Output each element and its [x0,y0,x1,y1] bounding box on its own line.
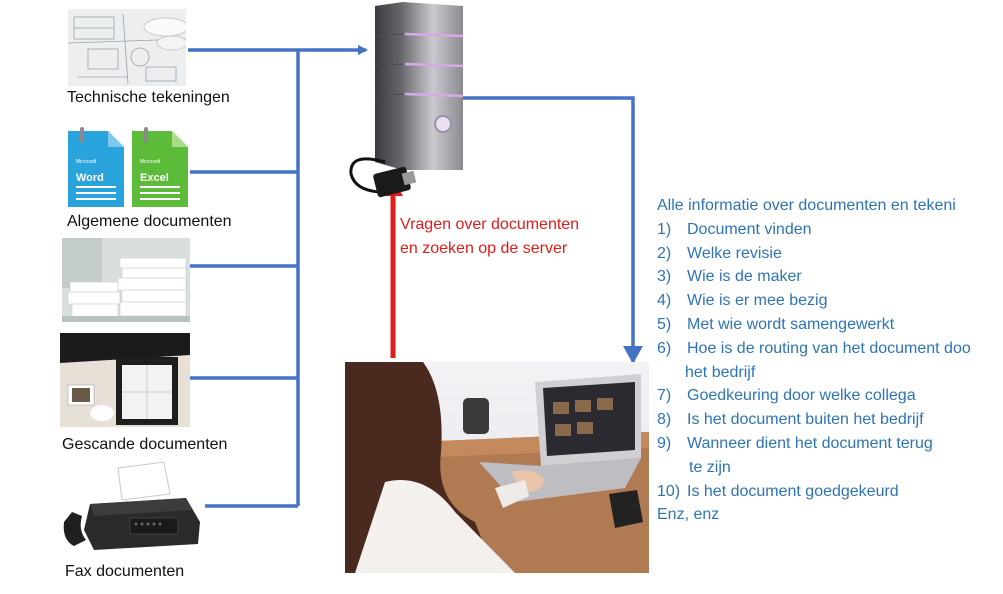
word-excel-icons: Microsoft Word Microsoft Excel [66,127,190,210]
item-text: Welke revisie [687,244,782,262]
item-text: Hoe is de routing van het document doo [687,339,971,357]
item-text: Is het document buiten het bedrijf [687,411,924,429]
excel-brand-text: Microsoft [140,159,161,165]
item-number: 5) [657,315,672,333]
item-number: 3) [657,268,672,286]
item-number: 9) [657,434,672,452]
technical-drawing-image [68,9,186,86]
item-number: 1) [657,220,672,238]
source-label: Algemene documenten [67,213,232,230]
source-label: Gescande documenten [62,436,228,453]
item-text: Wanneer dient het document terug [687,434,933,452]
word-brand-text: Microsoft [76,159,97,165]
scanner-image [60,333,190,427]
item-number: 6) [657,339,672,357]
item-text-continuation: het bedrijf [685,363,756,381]
item-text: Is het document goedgekeurd [687,482,899,500]
server-tower-image [345,2,467,202]
query-label-line2: en zoeken op de server [400,240,568,257]
item-text: Document vinden [687,220,812,238]
item-text: Met wie wordt samengewerkt [687,315,895,333]
word-name-text: Word [76,172,104,184]
source-label: Technische tekeningen [67,89,230,106]
info-heading-text: Alle informatie over documenten en teken… [657,197,956,214]
item-number: 7) [657,387,672,405]
info-footer-text: Enz, enz [657,506,720,524]
item-number: 8) [657,411,672,429]
fax-machine-image [60,460,202,552]
item-text: Wie is er mee bezig [687,292,828,310]
item-number: 10) [657,482,681,500]
paper-stack-image [62,238,190,322]
item-text: Wie is de maker [687,268,802,286]
item-text: Goedkeuring door welke collega [687,387,916,405]
server-to-user-line [462,96,643,364]
woman-at-laptop-image [345,362,649,573]
query-label: Vragen over documenten en zoeken op de s… [400,213,579,261]
query-label-line1: Vragen over documenten [400,216,580,233]
item-number: 2) [657,244,672,262]
excel-name-text: Excel [140,172,169,184]
item-text-continuation: te zijn [689,458,731,476]
source-label: Fax documenten [65,563,185,580]
item-number: 4) [657,292,672,310]
